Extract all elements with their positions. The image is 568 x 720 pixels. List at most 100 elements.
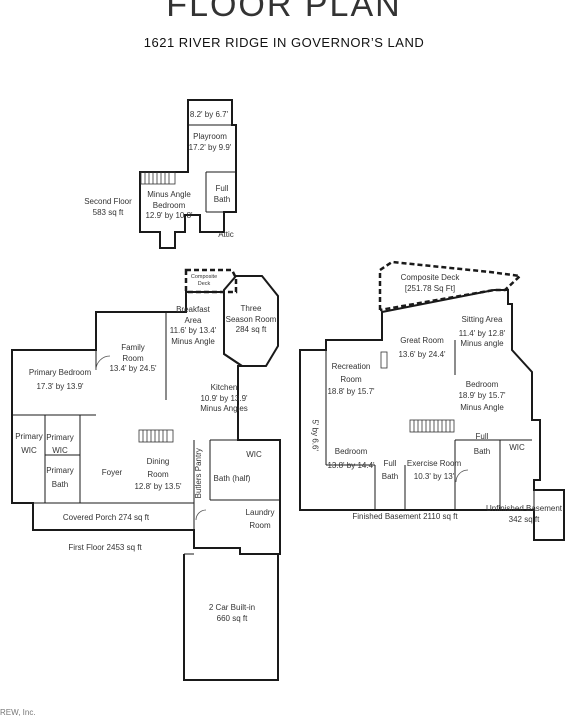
primary-wic-1-label: Primary WIC: [15, 432, 43, 456]
half-bath-label: Bath (half): [213, 474, 251, 483]
primary-wic-2-line2: WIC: [52, 445, 68, 455]
laundry-line2: Room: [249, 520, 271, 530]
recreation-dims: 18.8' by 15.7': [327, 387, 375, 396]
sitting-dims: 11.4' by 12.8': [458, 328, 506, 338]
basement-stairs: [409, 419, 455, 433]
basement-walls: [299, 260, 565, 541]
dining-room-label: Dining Room 12.8' by 13.5': [134, 457, 181, 493]
great-room-dims: 13.6' by 24.4': [398, 349, 446, 359]
exercise-name: Exercise Room: [406, 459, 462, 468]
full-bath-right-line1: Full: [475, 432, 489, 441]
first-floor-deck-line2: Deck: [197, 280, 211, 287]
kitchen-name: Kitchen: [210, 383, 238, 392]
page-title: FLOOR PLAN: [166, 0, 402, 24]
second-floor-full-bath-line1: Full: [215, 184, 229, 193]
second-floor-full-bath-label: Full Bath: [214, 184, 230, 205]
family-line1: Family: [121, 343, 145, 352]
second-floor-walls: [139, 99, 237, 249]
playroom-dims: 17.2' by 9.9': [188, 142, 232, 152]
basement-deck-area: [251.78 Sq Ft]: [404, 283, 456, 293]
three-season-line1: Three: [240, 304, 262, 313]
basement-closet-dims: 5' by 6.6': [310, 419, 320, 452]
second-floor-area: 583 sq ft: [92, 207, 124, 217]
second-floor-label: Second Floor: [84, 197, 132, 206]
primary-bedroom-dims: 17.3' by 13.9': [36, 381, 84, 391]
breakfast-line2: Area: [184, 315, 202, 325]
sitting-note: Minus angle: [460, 339, 504, 348]
covered-porch-label: Covered Porch 274 sq ft: [62, 513, 150, 522]
bedroom-right-note: Minus Angle: [460, 403, 504, 412]
bedroom-left-name: Bedroom: [334, 447, 368, 456]
kitchen-label: Kitchen 10.9' by 13.9' Minus Angles: [200, 383, 248, 415]
foyer-label: Foyer: [101, 468, 123, 477]
basement-deck-label: Composite Deck [251.78 Sq Ft]: [401, 273, 460, 294]
second-floor-stairs: [140, 171, 176, 185]
laundry-line1: Laundry: [245, 508, 275, 517]
full-bath-mid-line2: Bath: [381, 471, 399, 481]
second-floor-summary: Second Floor 583 sq ft: [84, 197, 132, 218]
breakfast-dims: 11.6' by 13.4': [169, 326, 217, 335]
second-floor-bedroom-label: Minus Angle Bedroom 12.9' by 10.8': [145, 190, 192, 222]
recreation-room-label: Recreation Room 18.8' by 15.7': [327, 362, 374, 398]
first-floor-label: First Floor 2453 sq ft: [68, 543, 142, 552]
second-floor-bedroom-dims: 12.9' by 10.8': [145, 211, 193, 220]
basement-wic-label: WIC: [509, 443, 525, 452]
recreation-line2: Room: [340, 374, 362, 384]
garage-area: 660 sq ft: [216, 613, 248, 623]
first-floor-stairs: [138, 429, 174, 443]
unfinished-basement-name: Unfinished Basement: [485, 504, 563, 513]
primary-bedroom-label: Primary Bedroom 17.3' by 13.9': [29, 368, 91, 392]
dining-line1: Dining: [146, 457, 170, 466]
primary-bath-line1: Primary: [46, 466, 74, 475]
second-floor-full-bath-line2: Bath: [213, 194, 231, 204]
dining-dims: 12.8' by 13.5': [134, 482, 182, 491]
basement-full-bath-right-label: Full Bath: [474, 432, 490, 457]
three-season-line2: Season Room: [225, 314, 277, 324]
breakfast-line1: Breakfast: [176, 305, 210, 314]
recreation-line1: Recreation: [331, 362, 371, 371]
sitting-name: Sitting Area: [461, 315, 503, 324]
bedroom-right-dims: 18.9' by 15.7': [458, 390, 506, 400]
playroom-label: Playroom 17.2' by 9.9': [189, 132, 232, 153]
primary-wic-1-line2: WIC: [21, 445, 37, 455]
primary-wic-2-label: Primary WIC: [46, 433, 74, 456]
family-line2: Room: [122, 353, 144, 363]
great-room-label: Great Room 13.6' by 24.4': [398, 336, 445, 360]
basement-full-bath-mid-label: Full Bath: [382, 459, 398, 482]
bedroom-right-name: Bedroom: [465, 380, 499, 389]
first-floor-wic-label: WIC: [246, 450, 262, 459]
dining-line2: Room: [147, 469, 169, 479]
primary-wic-2-line1: Primary: [46, 433, 74, 442]
bedroom-left-dims: 13.8' by 14.4': [327, 460, 375, 470]
first-floor-deck-label: Composite Deck: [191, 274, 217, 287]
primary-bedroom-name: Primary Bedroom: [28, 368, 92, 377]
playroom-name: Playroom: [193, 132, 227, 141]
second-floor-small-room-dims: 8.2' by 6.7': [189, 110, 229, 119]
first-floor-deck-line1: Composite: [190, 274, 218, 280]
primary-wic-1-line1: Primary: [15, 432, 43, 441]
breakfast-note: Minus Angle: [171, 336, 215, 346]
primary-bath-line2: Bath: [51, 479, 69, 489]
family-dims: 13.4' by 24.5': [109, 364, 157, 373]
credit-text: REW, Inc.: [0, 708, 36, 717]
kitchen-dims: 10.9' by 13.9': [200, 393, 248, 403]
basement-bedroom-right-label: Bedroom 18.9' by 15.7' Minus Angle: [458, 380, 505, 414]
three-season-room-label: Three Season Room 284 sq ft: [226, 304, 277, 336]
great-room-name: Great Room: [400, 336, 444, 345]
kitchen-note: Minus Angles: [200, 404, 248, 413]
second-floor-bedroom-name: Bedroom: [152, 200, 186, 210]
first-floor-walls: [11, 268, 281, 681]
breakfast-area-label: Breakfast Area 11.6' by 13.4' Minus Angl…: [170, 305, 217, 347]
garage-name: 2 Car Built-in: [208, 603, 256, 612]
exercise-dims: 10.3' by 13': [413, 471, 455, 481]
unfinished-basement-area: 342 sq ft: [508, 514, 540, 524]
basement-bedroom-left-label: Bedroom 13.8' by 14.4': [327, 447, 374, 471]
butlers-pantry-label: Butlers Pantry: [193, 448, 203, 499]
second-floor-minus-angle: Minus Angle: [147, 190, 191, 199]
family-room-label: Family Room 13.4' by 24.5': [109, 343, 156, 375]
laundry-room-label: Laundry Room: [246, 508, 275, 531]
finished-basement-label: Finished Basement 2110 sq ft: [352, 512, 458, 521]
exercise-room-label: Exercise Room 10.3' by 13': [407, 459, 461, 482]
primary-bath-label: Primary Bath: [46, 466, 74, 490]
